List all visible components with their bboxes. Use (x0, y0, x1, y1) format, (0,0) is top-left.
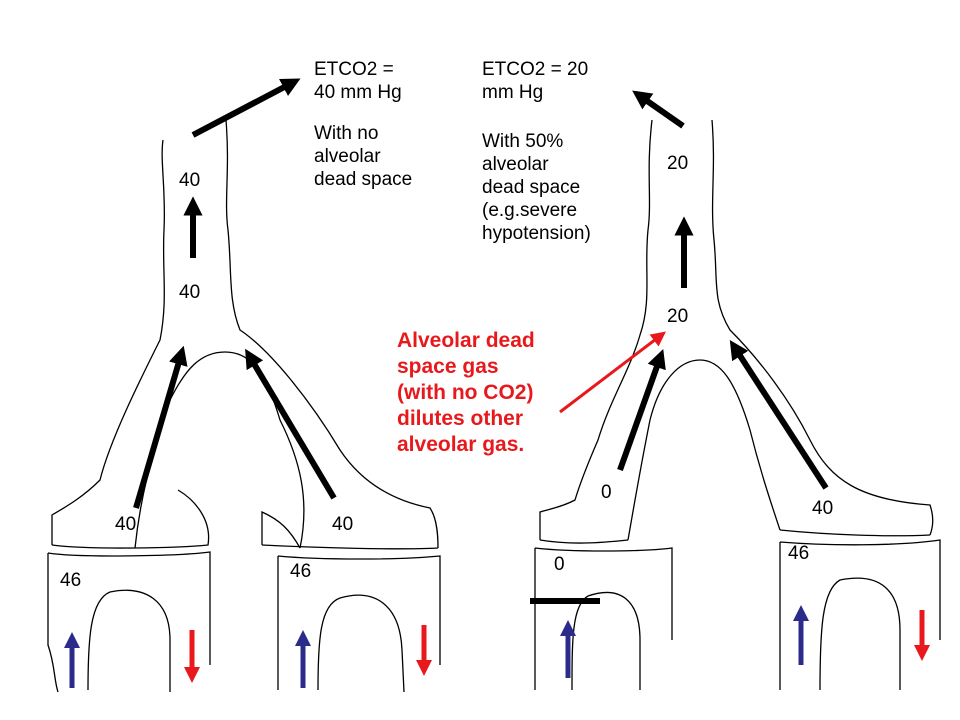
note-pointer-arrow (559, 331, 666, 414)
right-bronchus-arrow-right (729, 339, 829, 490)
left-airway-outline-right (225, 119, 439, 549)
right-airway-outline-right (711, 119, 934, 536)
right-airway-outline-left (539, 119, 653, 540)
left-alveolus-left-value: 40 (115, 514, 137, 535)
right-alveolus-right-value: 40 (812, 498, 834, 519)
dead-space-note: Alveolar dead space gas (with no CO2) di… (397, 329, 535, 456)
left-alveolus-left-base (51, 489, 210, 549)
right-exhale-arrow (632, 90, 685, 129)
right-capillary-right-value: 46 (788, 543, 810, 564)
right-alveolus-left-base (539, 539, 629, 544)
right-trachea-top-value: 20 (667, 153, 689, 174)
gas-flow-arrows (133, 78, 829, 509)
left-capillary-left-value: 46 (60, 570, 82, 591)
left-bronchus-arrow-left (133, 345, 188, 509)
right-trachea-bottom-value: 20 (667, 306, 689, 327)
right-alveolus-right-base (779, 529, 931, 537)
left-capillary-right-value: 46 (290, 561, 312, 582)
right-condition-caption: With 50% alveolar dead space (e.g.severe… (482, 131, 591, 244)
left-carina (134, 351, 305, 549)
left-alveolus-right-base (261, 544, 439, 550)
right-carina (627, 359, 781, 541)
left-alveolus-right-value: 40 (332, 514, 354, 535)
right-airway (534, 119, 941, 691)
left-trachea-bottom-value: 40 (179, 282, 201, 303)
right-capillary-right (779, 539, 941, 691)
right-capillary-left-value: 0 (554, 554, 565, 575)
left-condition-caption: With no alveolar dead space (314, 123, 413, 190)
left-capillary-left (47, 551, 211, 693)
left-capillary-right (277, 555, 441, 693)
right-capillary-left (534, 547, 673, 691)
blood-flow-arrows (63, 604, 931, 688)
right-alveolus-left-value: 0 (601, 482, 612, 503)
left-alveolus-right-inner (261, 510, 301, 549)
right-etco2-caption: ETCO2 = 20 mm Hg (482, 59, 589, 103)
left-bronchus-arrow-right (245, 348, 337, 500)
left-airway (47, 119, 441, 693)
left-exhale-arrow (191, 78, 301, 138)
left-etco2-caption: ETCO2 = 40 mm Hg (314, 59, 402, 103)
left-trachea-top-value: 40 (179, 170, 201, 191)
right-bronchus-arrow-left (617, 348, 666, 472)
left-airway-outline-left (51, 139, 166, 545)
